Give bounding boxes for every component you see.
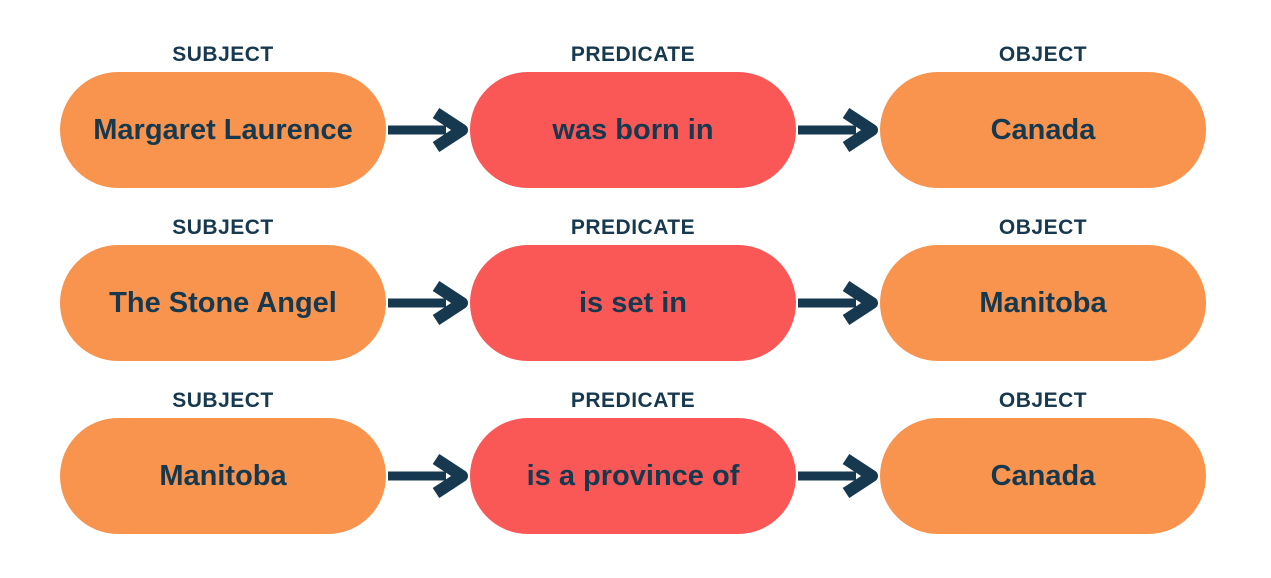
subject-column-label: SUBJECT (172, 216, 274, 239)
subject-pill: The Stone Angel (60, 245, 386, 361)
arrow-right-icon (796, 281, 880, 325)
predicate-cell: PREDICATE is a province of (470, 388, 796, 534)
object-column-label: OBJECT (998, 389, 1088, 412)
subject-cell: SUBJECT Margaret Laurence (60, 42, 386, 188)
subject-cell: SUBJECT The Stone Angel (60, 215, 386, 361)
object-pill: Canada (880, 72, 1206, 188)
subject-pill: Manitoba (60, 418, 386, 534)
arrow-right-icon (386, 108, 470, 152)
object-pill: Canada (880, 418, 1206, 534)
predicate-pill: was born in (470, 72, 796, 188)
object-column-label: OBJECT (998, 216, 1088, 239)
triple-row: SUBJECT The Stone Angel PREDICATE is set… (60, 215, 1271, 361)
predicate-pill: is set in (470, 245, 796, 361)
subject-column-label: SUBJECT (172, 389, 274, 412)
arrow-right-icon (386, 454, 470, 498)
predicate-column-label: PREDICATE (570, 43, 696, 66)
object-cell: OBJECT Manitoba (880, 215, 1206, 361)
triple-row: SUBJECT Margaret Laurence PREDICATE was … (60, 42, 1271, 188)
predicate-column-label: PREDICATE (570, 389, 696, 412)
triple-row: SUBJECT Manitoba PREDICATE is a province… (60, 388, 1271, 534)
subject-cell: SUBJECT Manitoba (60, 388, 386, 534)
arrow-right-icon (796, 454, 880, 498)
arrow-right-icon (386, 281, 470, 325)
object-cell: OBJECT Canada (880, 388, 1206, 534)
object-column-label: OBJECT (998, 43, 1088, 66)
predicate-cell: PREDICATE is set in (470, 215, 796, 361)
object-pill: Manitoba (880, 245, 1206, 361)
predicate-pill: is a province of (470, 418, 796, 534)
subject-pill: Margaret Laurence (60, 72, 386, 188)
predicate-column-label: PREDICATE (570, 216, 696, 239)
predicate-cell: PREDICATE was born in (470, 42, 796, 188)
subject-column-label: SUBJECT (172, 43, 274, 66)
arrow-right-icon (796, 108, 880, 152)
object-cell: OBJECT Canada (880, 42, 1206, 188)
